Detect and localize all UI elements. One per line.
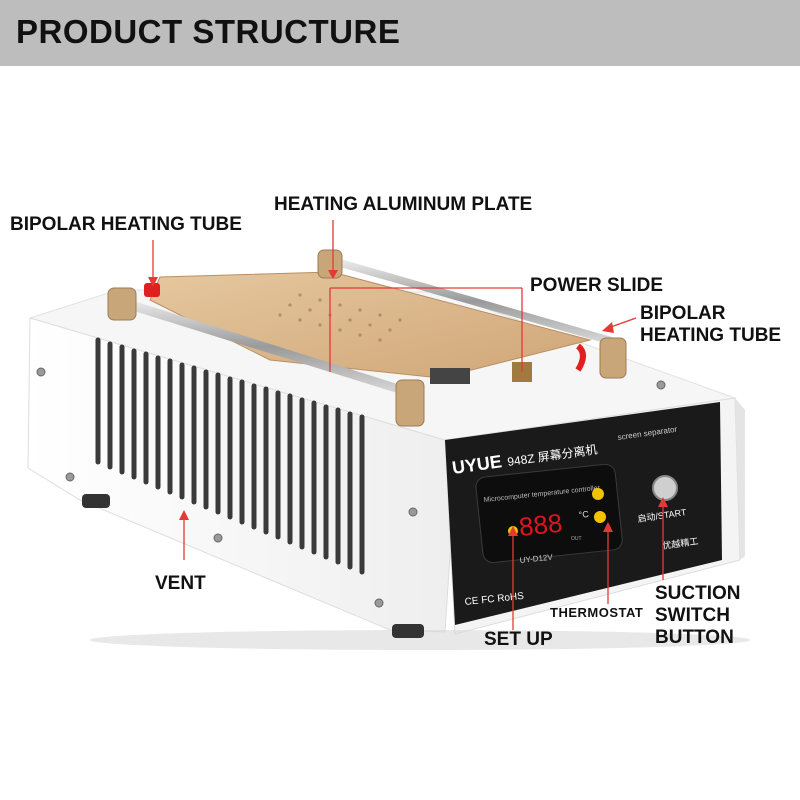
start-button-icon: [652, 475, 678, 501]
plate-holes: [278, 293, 402, 342]
vent-slots: [95, 337, 365, 575]
label-power-slide: POWER SLIDE: [530, 275, 664, 296]
label-tube-right-2: HEATING TUBE: [640, 325, 782, 346]
leader-arrows: [148, 270, 668, 536]
out-label: OUT: [571, 536, 582, 542]
controller-model: UY-D12V: [519, 553, 553, 565]
label-tube-right-1: BIPOLAR: [640, 303, 726, 324]
label-heating-plate: HEATING ALUMINUM PLATE: [274, 194, 533, 215]
display-digits: 888: [517, 508, 563, 542]
heating-tube-clips: [144, 283, 586, 372]
front-rail: [118, 296, 410, 397]
down-arrow-icon: [594, 511, 606, 523]
label-set-up: SET UP: [484, 629, 553, 650]
title-banner: PRODUCT STRUCTURE: [0, 0, 800, 66]
leader-lines: [152, 220, 664, 630]
unit-label: °C: [578, 509, 590, 520]
label-thermostat: THERMOSTAT: [550, 605, 644, 620]
maker-mark: 优越精工: [662, 535, 699, 551]
label-suction-3: BUTTON: [655, 627, 734, 648]
label-vent: VENT: [155, 573, 206, 594]
label-tube-left: BIPOLAR HEATING TUBE: [10, 214, 242, 235]
up-arrow-icon: [592, 488, 604, 500]
back-rail: [330, 256, 615, 346]
label-suction-2: SWITCH: [655, 605, 730, 626]
label-suction-1: SUCTION: [655, 583, 741, 604]
page-title: PRODUCT STRUCTURE: [16, 13, 401, 50]
